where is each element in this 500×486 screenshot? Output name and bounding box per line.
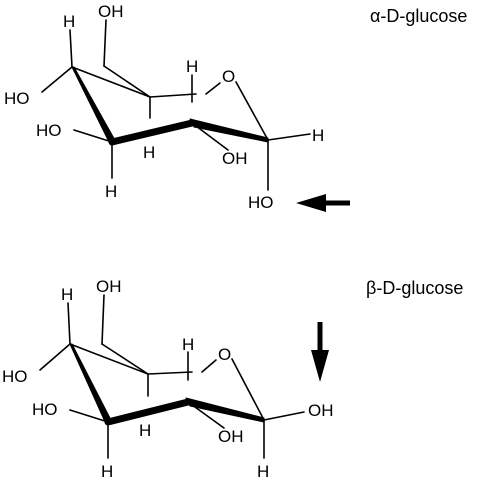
alpha-bond-c3-c2 — [108, 119, 196, 146]
alpha-label-c2-h: H — [143, 143, 155, 162]
beta-label-c4-oh: HO — [2, 367, 28, 386]
beta-bond-c4-oh — [39, 343, 71, 371]
alpha-bond-c4-oh — [41, 66, 73, 93]
alpha-label-c1-oh: HO — [248, 193, 274, 212]
beta-bond-c3-oh — [69, 409, 109, 423]
alpha-bond-c5-o-b — [205, 82, 221, 95]
alpha-bond-c4-h — [69, 29, 73, 68]
alpha-label-c3-oh: HO — [36, 121, 62, 140]
alpha-bond-c6-oh — [103, 19, 107, 67]
beta-label-ring-o: O — [218, 345, 231, 364]
beta-label-c5-h: H — [182, 335, 194, 354]
beta-label-c3-oh: HO — [32, 400, 58, 419]
alpha-bond-c5-o-a — [149, 93, 197, 98]
beta-bond-c4-c5 — [69, 343, 149, 375]
alpha-wedge-c4-c3 — [71, 66, 117, 145]
beta-bond-c6-oh — [101, 294, 105, 345]
beta-label-c1-oh: OH — [308, 401, 334, 420]
beta-glucose-structure: β-D-glucose OH H H O HO HO H OH OH H H — [2, 277, 463, 481]
alpha-glucose-structure: α-D-glucose OH H H O HO HO H OH H H HO — [4, 2, 467, 212]
alpha-title: α-D-glucose — [370, 6, 467, 26]
beta-label-c2-oh: OH — [218, 427, 244, 446]
alpha-label-c5-h: H — [186, 57, 198, 76]
alpha-label-c3-h: H — [105, 182, 117, 201]
beta-title: β-D-glucose — [366, 278, 463, 298]
beta-bond-c1-oh — [263, 411, 305, 421]
arrow-left-icon — [296, 194, 350, 212]
alpha-label-c1-h: H — [312, 126, 324, 145]
beta-label-c3-h: H — [101, 462, 113, 481]
beta-label-c1-h: H — [257, 462, 269, 481]
beta-label-c4-h: H — [61, 285, 73, 304]
beta-bond-c5-c6 — [101, 343, 149, 375]
beta-bond-c5-o-b — [201, 359, 217, 373]
alpha-bond-c4-c5 — [71, 66, 151, 98]
beta-bond-c3-c2 — [104, 398, 192, 426]
beta-bond-o-c1 — [231, 358, 265, 421]
alpha-label-c6-oh: OH — [98, 2, 124, 21]
beta-bond-c5-o-a — [147, 371, 193, 375]
beta-bond-c2-oh — [187, 401, 225, 429]
alpha-bond-c1-h — [267, 133, 311, 141]
alpha-label-ring-o: O — [222, 67, 235, 86]
alpha-bond-o-c1 — [235, 81, 269, 141]
beta-wedge-c2-c1 — [185, 397, 265, 423]
alpha-bond-c2-oh — [191, 122, 229, 151]
beta-bond-c4-h — [67, 302, 71, 345]
alpha-label-c4-oh: HO — [4, 89, 30, 108]
beta-label-c2-h: H — [139, 421, 151, 440]
alpha-label-c2-oh: OH — [222, 149, 248, 168]
alpha-label-c4-h: H — [63, 12, 75, 31]
arrow-down-icon — [311, 322, 329, 382]
alpha-bond-c5-c6 — [103, 65, 151, 98]
beta-label-c6-oh: OH — [96, 277, 122, 296]
alpha-bond-c3-oh — [73, 129, 113, 143]
